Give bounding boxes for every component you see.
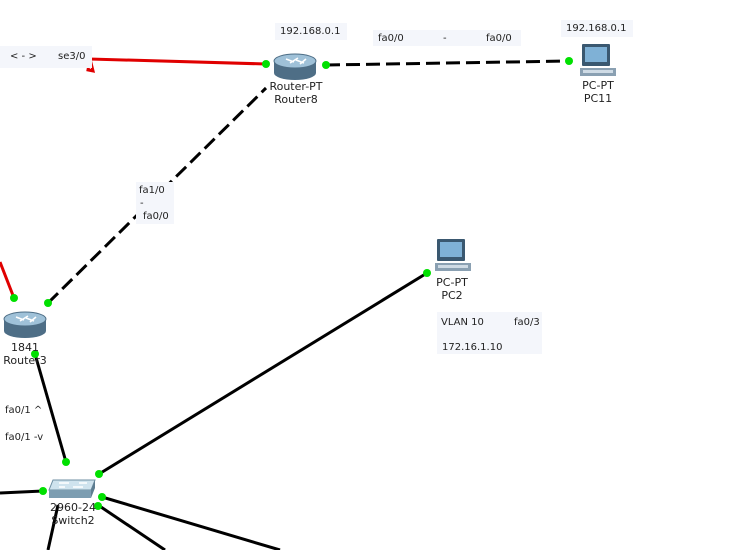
router8-ip-note[interactable]: 192.168.0.1	[275, 23, 347, 40]
link-r8-pc11-dash-text: -	[443, 33, 447, 44]
link-r8-pc11-left-text: fa0/0	[378, 33, 404, 44]
router8-name: Router8	[274, 93, 318, 106]
link-r8-pc11-note[interactable]: fa0/0 - fa0/0	[373, 30, 521, 46]
pc-icon	[435, 239, 471, 271]
link-switch2-south[interactable]	[46, 504, 60, 550]
switch2-label: 2960-24 Switch2	[40, 501, 106, 527]
link-r3-r8-note[interactable]: fa1/0 - fa0/0	[136, 182, 174, 224]
link-r8-pc11-right-text: fa0/0	[486, 33, 512, 44]
serial-note[interactable]: < - > se3/0	[0, 46, 92, 68]
serial-link-router3[interactable]	[0, 261, 16, 299]
router3-name: Router3	[3, 354, 47, 367]
router8-ip-text: 192.168.0.1	[280, 26, 341, 37]
pc-icon	[580, 44, 616, 76]
r3-switch-top-text: fa0/1 ^	[5, 405, 43, 416]
pc2-port-text: fa0/3	[514, 317, 540, 328]
router8-label: Router-PT Router8	[258, 80, 334, 106]
router-icon	[3, 311, 47, 338]
link-r3-r8-top-text: fa1/0	[139, 185, 165, 196]
pc2-name: PC2	[441, 289, 463, 302]
router3-device[interactable]	[2, 310, 48, 340]
pc2-vlan-text: VLAN 10	[441, 317, 484, 328]
pc2-ip-text: 172.16.1.10	[442, 342, 503, 353]
r3-switch-bottom-text: fa0/1 -v	[5, 432, 44, 443]
switch-icon	[48, 479, 96, 498]
pc11-name: PC11	[583, 92, 613, 105]
pc11-model: PC-PT	[582, 79, 614, 92]
router3-model: 1841	[11, 341, 39, 354]
link-r3-r8-bottom-text: fa0/0	[143, 211, 169, 222]
pc2-device[interactable]	[432, 238, 474, 274]
link-lights	[10, 57, 573, 510]
link-switch2-southeast-1[interactable]	[97, 503, 166, 550]
pc11-device[interactable]	[577, 43, 619, 79]
link-router8-pc11[interactable]	[325, 59, 571, 67]
pc2-label: PC-PT PC2	[420, 276, 484, 302]
pc2-model: PC-PT	[436, 276, 468, 289]
serial-port-text: se3/0	[58, 51, 86, 62]
pc11-ip-note[interactable]: 192.168.0.1	[561, 20, 633, 37]
link-switch2-southeast-2[interactable]	[101, 495, 281, 550]
switch2-name: Switch2	[51, 514, 95, 527]
pc11-label: PC-PT PC11	[566, 79, 630, 105]
router-icon	[273, 53, 317, 80]
switch2-device[interactable]	[45, 477, 99, 503]
switch2-model: 2960-24	[50, 501, 96, 514]
serial-arrow-text: < - >	[10, 51, 37, 62]
link-router3-switch2[interactable]	[33, 353, 68, 463]
link-switch2-west[interactable]	[0, 489, 44, 495]
router8-model: Router-PT	[269, 80, 323, 93]
router3-label: 1841 Router3	[0, 341, 50, 367]
router8-device[interactable]	[272, 52, 318, 82]
pc11-ip-text: 192.168.0.1	[566, 23, 627, 34]
link-pc2-switch2[interactable]	[98, 271, 428, 476]
pc2-info-note[interactable]: VLAN 10 fa0/3 172.16.1.10	[437, 312, 542, 354]
r3-switch-note[interactable]: fa0/1 ^ fa0/1 -v	[2, 402, 52, 444]
link-r3-r8-dash-text: -	[140, 198, 144, 209]
